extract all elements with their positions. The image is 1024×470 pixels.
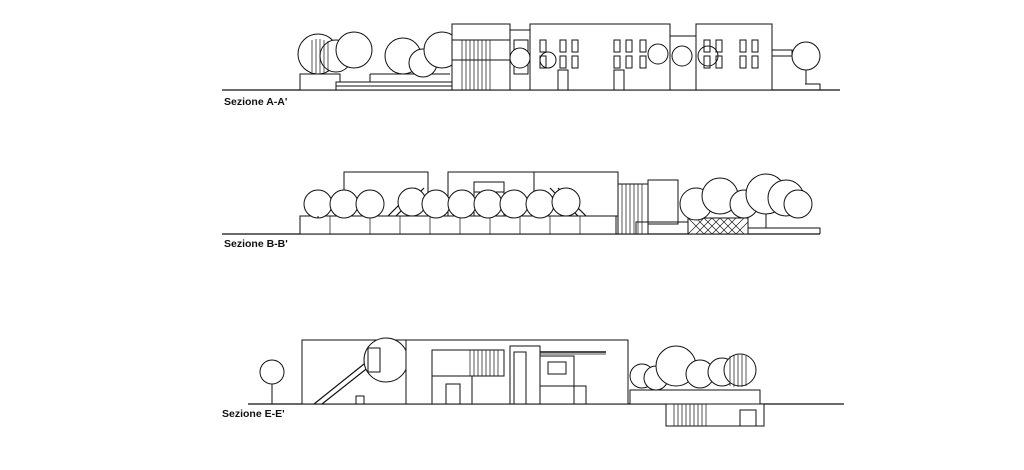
section-b-b-drawing [222,172,820,234]
section-a-label: Sezione A-A' [224,96,288,108]
section-e-e-drawing [248,338,844,426]
section-a-a-drawing [222,24,840,90]
section-b-label: Sezione B-B' [224,238,288,250]
section-e-label: Sezione E-E' [222,408,285,420]
